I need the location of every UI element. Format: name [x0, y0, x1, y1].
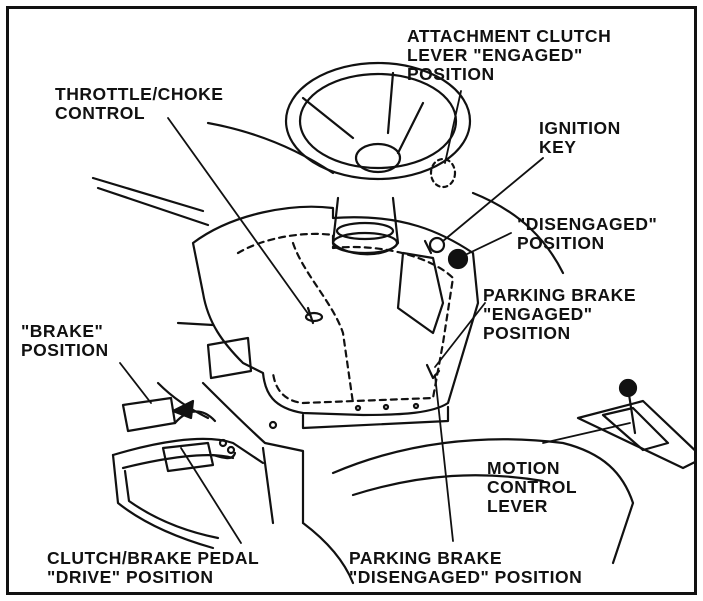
- console-dashed-front: [291, 241, 355, 405]
- steering-column-boot: [331, 231, 399, 255]
- steering-wheel-spoke: [396, 101, 425, 155]
- label-throttle-choke: THROTTLE/CHOKE CONTROL: [55, 84, 224, 123]
- panel-rivet: [268, 420, 278, 430]
- steering-wheel-rim: [284, 61, 472, 181]
- plate-rivet: [382, 403, 390, 411]
- parking-brake-lever: [425, 363, 441, 380]
- label-ignition-key: IGNITION KEY: [539, 118, 621, 157]
- attachment-clutch-lever: [429, 157, 457, 189]
- pedal-bolt: [218, 438, 228, 448]
- throttle-choke-knob: [304, 311, 324, 323]
- fender-right-line: [471, 191, 565, 275]
- left-panel-side: [201, 381, 305, 525]
- brake-lever-arm: [156, 381, 210, 420]
- ignition-key-stem: [423, 239, 433, 255]
- leader-clutch-brake-pedal: [180, 447, 242, 544]
- console-inner-slot: [396, 251, 445, 335]
- pedal-rail-3: [111, 453, 215, 550]
- leader-parking-brake-engaged: [434, 302, 486, 368]
- steering-wheel-spoke: [386, 71, 395, 135]
- hood-left-line: [91, 176, 205, 213]
- plate-rivet: [412, 402, 420, 410]
- motion-control-slot: [576, 399, 694, 470]
- leader-attachment-clutch: [444, 90, 462, 164]
- motion-control-slot-inner: [601, 406, 670, 452]
- console-outline: [191, 205, 480, 417]
- steering-wheel-rim-inner: [298, 72, 458, 170]
- label-parking-brake-engaged: PARKING BRAKE "ENGAGED" POSITION: [483, 285, 636, 343]
- leader-brake-position: [119, 362, 152, 404]
- leader-disengaged: [464, 232, 512, 256]
- label-disengaged: "DISENGAGED" POSITION: [517, 214, 658, 253]
- motion-control-knob: [618, 378, 638, 398]
- pedal-hook: [211, 451, 237, 460]
- console-lower-plate: [301, 405, 450, 430]
- disengaged-knob: [447, 248, 469, 270]
- direction-arrow-head: [171, 399, 195, 420]
- leader-ignition-key: [442, 157, 544, 242]
- hood-left-line-2: [96, 186, 210, 227]
- diagram-frame: ATTACHMENT CLUTCH LEVER "ENGAGED" POSITI…: [6, 6, 697, 595]
- label-parking-brake-disengaged: PARKING BRAKE "DISENGAGED" POSITION: [349, 548, 583, 587]
- label-motion-control: MOTION CONTROL LEVER: [487, 458, 578, 516]
- pedal-rail: [111, 437, 265, 465]
- label-clutch-brake-pedal: CLUTCH/BRAKE PEDAL "DRIVE" POSITION: [47, 548, 260, 587]
- seat-front: [301, 521, 355, 585]
- ignition-key: [428, 236, 446, 254]
- clutch-brake-pedal: [161, 441, 215, 473]
- steering-wheel-hub: [354, 142, 402, 174]
- seat-outline: [331, 438, 635, 565]
- pedal-bolt: [226, 445, 236, 455]
- leader-throttle-choke: [167, 117, 310, 316]
- console-dashed-edge: [236, 232, 455, 405]
- steering-wheel-spoke: [301, 96, 355, 140]
- leader-lines: [119, 90, 631, 544]
- leader-parking-brake-disengaged: [434, 374, 454, 542]
- seat-inner: [351, 474, 545, 497]
- direction-arrow: [173, 410, 217, 425]
- pedal-rail-4: [123, 469, 220, 540]
- steering-column-boot-2: [335, 221, 395, 241]
- left-panel-lower: [261, 446, 275, 525]
- label-brake-position: "BRAKE" POSITION: [21, 321, 109, 360]
- tractor-illustration: [91, 61, 694, 585]
- side-decal: [206, 336, 253, 380]
- label-attachment-clutch: ATTACHMENT CLUTCH LEVER "ENGAGED" POSITI…: [407, 26, 612, 84]
- pedal-rail-2: [121, 454, 235, 470]
- leader-motion-control: [542, 422, 631, 444]
- brake-lever-grip: [121, 396, 177, 433]
- left-panel: [176, 321, 215, 327]
- plate-rivet: [354, 404, 362, 412]
